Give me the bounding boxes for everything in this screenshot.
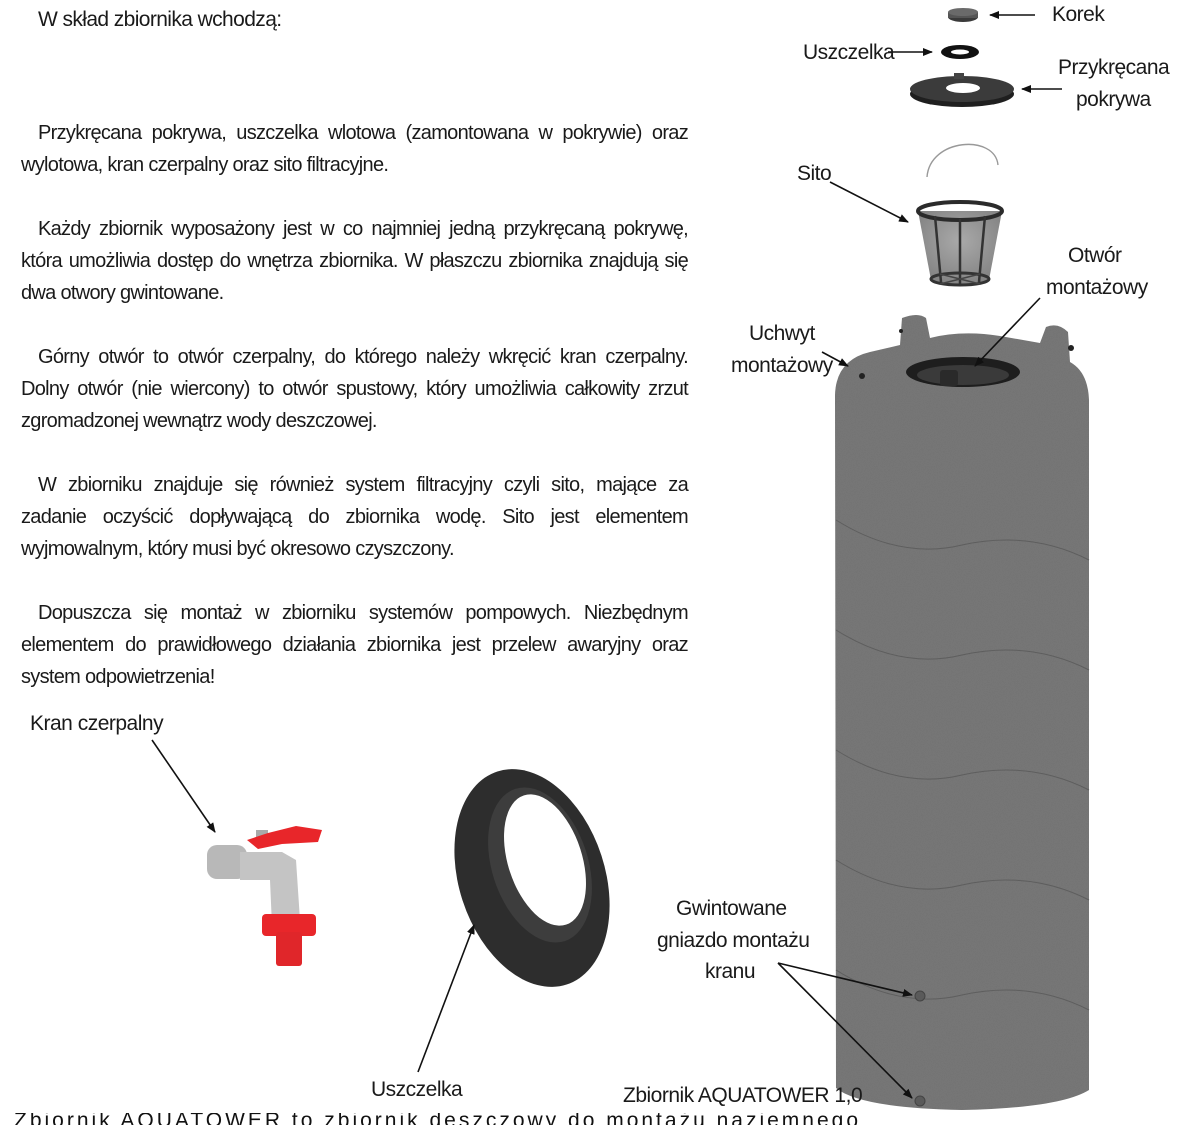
arrow-kran [151, 739, 216, 833]
arrow-gniazdo-lower [777, 962, 913, 1099]
tank-body [835, 315, 1090, 1110]
large-gasket-part [454, 769, 610, 987]
paragraph-components: Przykręcana pokrywa, uszczelka wlotowa (… [21, 122, 689, 176]
arrow-uszczelka-bottom [417, 924, 475, 1073]
arrow-gniazdo-upper [777, 962, 913, 997]
cap-part [948, 8, 978, 22]
label-pokrywa-1: Przykręcana [1058, 56, 1170, 79]
lower-socket [914, 1095, 926, 1107]
arrow-uchwyt [821, 351, 849, 367]
label-uchwyt-1: Uchwyt [749, 322, 815, 345]
label-sito: Sito [797, 162, 832, 185]
filter-basket-part [916, 143, 1004, 287]
label-pokrywa-2: pokrywa [1076, 88, 1151, 111]
paragraph-lid: Każdy zbiornik wyposażony jest w co najm… [21, 218, 689, 304]
paragraph-pumps: Dopuszcza się montaż w zbiorniku systemó… [21, 602, 689, 688]
label-kran: Kran czerpalny [30, 712, 164, 735]
small-gasket-part [941, 45, 979, 59]
label-gniazdo-2: gniazdo montażu [657, 929, 810, 952]
label-korek: Korek [1052, 3, 1105, 26]
label-otwor-2: montażowy [1046, 276, 1148, 299]
label-otwor-1: Otwór [1068, 244, 1122, 267]
upper-socket [914, 990, 926, 1002]
arrow-sito [829, 181, 909, 223]
paragraph-filter: W zbiorniku znajduje się również system … [21, 474, 689, 560]
cut-off-text: Zbiornik AQUATOWER to zbiornik deszczowy… [14, 1113, 861, 1125]
label-uszczelka-bottom: Uszczelka [371, 1078, 463, 1101]
paragraph-outlets: Górny otwór to otwór czerpalny, do które… [21, 346, 689, 432]
label-tank-name: Zbiornik AQUATOWER 1,0 [623, 1084, 863, 1107]
cut-off-text-line: Zbiornik AQUATOWER to zbiornik deszczowy… [14, 1113, 1174, 1125]
tap-part [207, 826, 322, 966]
arrow-otwor [974, 297, 1041, 367]
lid-part [910, 73, 1014, 107]
label-gniazdo-3: kranu [705, 960, 756, 983]
label-uszczelka-top: Uszczelka [803, 41, 895, 64]
label-gniazdo-1: Gwintowane [676, 897, 787, 920]
label-uchwyt-2: montażowy [731, 354, 833, 377]
section-heading: W skład zbiornika wchodzą: [38, 8, 282, 31]
